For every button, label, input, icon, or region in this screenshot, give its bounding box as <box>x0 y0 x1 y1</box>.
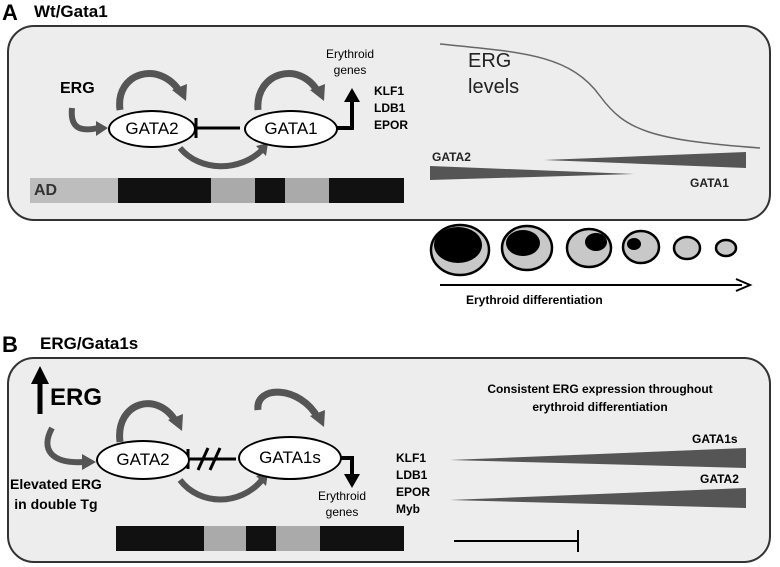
bar-a-seg <box>255 178 285 203</box>
gata1-wedge-a <box>544 152 746 168</box>
cell-4 <box>621 229 661 265</box>
gene-epor-a: EPOR <box>374 118 409 132</box>
erythroid-genes-line-2: genes <box>333 63 367 77</box>
panel-b-title: ERG/Gata1s <box>40 334 139 353</box>
ad-domain: AD <box>30 178 118 203</box>
bar-a-seg <box>118 178 211 203</box>
panel-b-letter: B <box>2 332 18 357</box>
gene-klf1-a: KLF1 <box>374 84 404 98</box>
gata1-node-a: GATA1 <box>244 110 338 148</box>
bar-b-seg <box>276 526 320 551</box>
elevated-erg-label: Elevated ERG in double Tg <box>10 474 102 514</box>
bar-b-seg <box>116 526 204 551</box>
erg-levels-line-2: levels <box>468 76 520 98</box>
gata1s-autoreg-arrow-b <box>254 388 322 420</box>
gata2-node-a: GATA2 <box>108 110 196 148</box>
protein-domain-bar-a: AD <box>30 178 404 203</box>
erg-label-b: ERG <box>50 384 103 411</box>
erg-to-gata2-arrow-b <box>44 426 85 466</box>
elevated-line-2: in double Tg <box>14 496 98 512</box>
bar-a-seg <box>285 178 329 203</box>
erg-to-gata2-arrow-a <box>68 107 99 133</box>
gene-epor-b: EPOR <box>396 485 431 499</box>
panel-a-title: Wt/Gata1 <box>34 2 108 21</box>
gata2-to-gata1-arrow-a <box>177 145 265 170</box>
gata1-autoreg-arrow-a <box>254 70 322 111</box>
consistent-line-2: erythroid differentiation <box>532 400 668 414</box>
cell-6 <box>714 238 738 258</box>
gradient-gata1-label-a: GATA1 <box>690 176 729 190</box>
erg-label-a: ERG <box>60 80 95 97</box>
erythroid-genes-label-b: Erythroid genes <box>318 488 366 520</box>
gene-ldb1-a: LDB1 <box>374 101 406 115</box>
elevated-line-1: Elevated ERG <box>10 476 102 492</box>
cell-2 <box>500 224 554 272</box>
erythroid-genes-b-line-1: Erythroid <box>318 489 367 503</box>
bar-a-seg <box>211 178 255 203</box>
bar-b-seg <box>320 526 404 551</box>
gata2-autoreg-arrow-b <box>116 400 180 443</box>
panel-b-box <box>7 357 771 563</box>
erg-levels-curve <box>439 43 761 149</box>
bar-a-seg <box>329 178 404 203</box>
gradient-gata2-label-a: GATA2 <box>432 150 471 164</box>
erythroid-genes-label-a: Erythroid genes <box>326 46 374 78</box>
panel-a-box <box>7 25 771 221</box>
gata2-autoreg-arrow-a <box>116 70 183 111</box>
gata1s-wedge-b <box>450 448 746 468</box>
wedge-gata1s-label-b: GATA1s <box>692 432 738 446</box>
erg-levels-label: ERG levels <box>468 48 519 100</box>
cell-3 <box>565 227 613 269</box>
consistent-line-1: Consistent ERG expression throughout <box>487 382 713 396</box>
gata2-wedge-a <box>430 166 634 180</box>
consistent-erg-label: Consistent ERG expression throughout ery… <box>440 380 760 416</box>
target-genes-b: KLF1 LDB1 EPOR Myb <box>396 450 430 518</box>
gene-myb-b: Myb <box>396 502 420 516</box>
gata2-wedge-b <box>450 488 746 508</box>
bar-b-seg <box>246 526 276 551</box>
cell-5 <box>672 235 702 261</box>
bar-b-seg <box>204 526 246 551</box>
wedge-gata2-label-b: GATA2 <box>700 472 739 486</box>
differentiation-label: Erythroid differentiation <box>466 293 603 307</box>
cell-1 <box>429 223 491 277</box>
gene-ldb1-b: LDB1 <box>396 468 428 482</box>
target-genes-a: KLF1 LDB1 EPOR <box>374 83 408 134</box>
gata1s-node-b: GATA1s <box>238 436 342 480</box>
gata2-to-gata1s-arrow-b <box>177 477 265 503</box>
protein-domain-bar-b <box>116 526 404 551</box>
gata2-node-b: GATA2 <box>96 440 190 480</box>
gene-klf1-b: KLF1 <box>396 451 426 465</box>
erythroid-genes-b-line-2: genes <box>325 505 359 519</box>
erg-levels-line-1: ERG <box>468 50 512 72</box>
gata1s-to-genes-arrow-b <box>340 456 354 476</box>
gata1-to-genes-arrow-a <box>336 100 354 130</box>
panel-a-letter: A <box>2 0 18 25</box>
erythroid-genes-line-1: Erythroid <box>326 47 375 61</box>
